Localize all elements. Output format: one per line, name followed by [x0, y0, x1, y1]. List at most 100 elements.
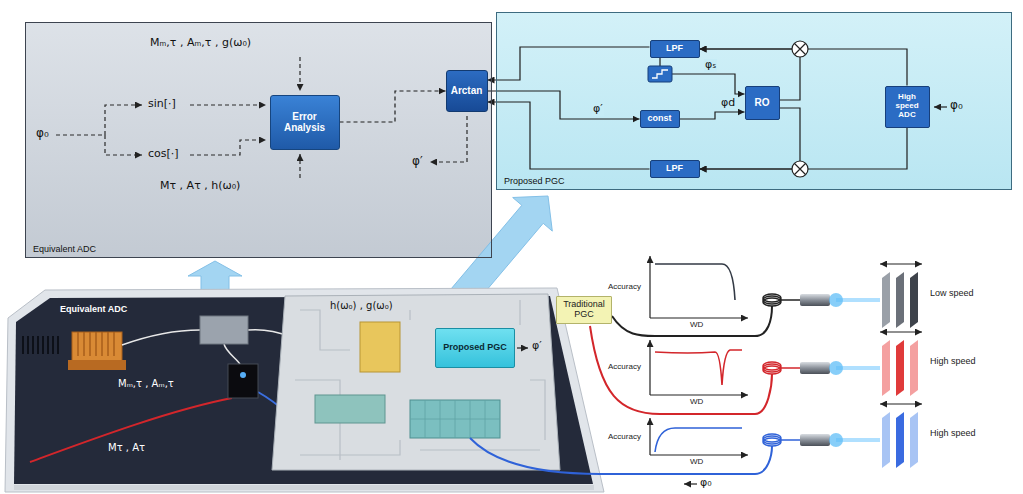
vent-slots [22, 336, 24, 354]
board-outline [14, 485, 594, 490]
vibrating-mirror [910, 340, 918, 396]
fiber-to-sensor [684, 483, 697, 484]
input-arrow [934, 107, 947, 108]
fiber-to-sensor [612, 306, 772, 336]
accuracy-plot-axis [649, 340, 650, 395]
signal-label: φ′ [532, 340, 542, 353]
edge-label: φₛ [704, 59, 717, 72]
accuracy-curve [655, 428, 742, 452]
vibrating-mirror [882, 340, 890, 396]
vent-slots [22, 336, 59, 354]
laser-chip [68, 332, 126, 370]
accuracy-plot-axis [650, 256, 748, 455]
step-sampler-symbol [652, 70, 668, 78]
input-arrow [934, 106, 947, 107]
axis-label: High speed [930, 356, 976, 366]
axis-label: WD [690, 457, 703, 466]
collimator [800, 294, 830, 306]
filter-box: LPF [650, 40, 700, 58]
box-label: Error Analysis [273, 111, 337, 133]
multiplier-symbol [792, 41, 808, 57]
accuracy-curve [655, 264, 735, 300]
board-outline [5, 288, 604, 492]
process-box: const [640, 110, 680, 128]
fiber-coil [763, 438, 781, 446]
adc-box: High speed ADC [885, 86, 930, 128]
signal-label: cos[·] [148, 148, 179, 161]
axis-label: Accuracy [608, 282, 641, 291]
connector [488, 91, 640, 119]
circuit-board [315, 395, 385, 423]
collimator [829, 433, 843, 447]
accuracy-plot-axis [650, 317, 748, 318]
circuit-board [272, 294, 560, 470]
circuit-board [517, 347, 528, 348]
panel: Proposed PGCLPFROconstLPFHigh speed ADC [496, 12, 1012, 190]
accuracy-plot-axis [649, 256, 650, 318]
modulator-box [228, 364, 258, 398]
box-label: High speed ADC [888, 93, 927, 119]
dashed-signal-arrow [299, 154, 300, 178]
box-label: LPF [666, 164, 683, 174]
signal-label: h(ω₀) , g(ω₀) [330, 300, 393, 312]
edge-label: φd [720, 97, 736, 110]
collimator [800, 434, 830, 446]
connector [680, 112, 745, 119]
signal-label: φ₀ [950, 99, 963, 113]
multiplier-symbol [792, 41, 808, 177]
fiber-coil [781, 299, 800, 301]
signal-label: φ₀ [36, 127, 49, 141]
vibrating-mirror [880, 263, 922, 264]
fiber-coil [763, 298, 781, 306]
panel-title: Equivalent ADC [60, 304, 127, 314]
fiber-to-sensor [470, 306, 772, 484]
accuracy-plot-axis [649, 418, 650, 455]
device-board: Equivalent ADC Proposed PGC [5, 285, 605, 492]
fiber-coil [781, 439, 800, 441]
multiplier-symbol [792, 161, 808, 177]
collimator [800, 362, 830, 374]
process-box: Traditional PGC [556, 296, 612, 324]
vibrating-mirror [910, 412, 918, 468]
signal-label: Mₘ,τ , Aₘ,τ , g(ω₀) [150, 37, 251, 50]
dashed-signal-arrow [430, 116, 467, 162]
connector [488, 102, 650, 169]
axis-label: Accuracy [608, 432, 641, 441]
vibrating-mirror [896, 340, 904, 396]
vent-slots [57, 336, 59, 354]
circuit-board [295, 300, 545, 460]
collimator [800, 293, 880, 447]
vibrating-mirror [882, 412, 890, 468]
circuit-board [360, 322, 400, 372]
dashed-signal-arrow [56, 57, 467, 178]
accuracy-plot-axis [650, 394, 748, 395]
dashed-signal-arrow [190, 104, 266, 105]
circuit-board [410, 400, 500, 438]
vibrating-mirror [896, 412, 904, 468]
accuracy-curve [655, 350, 742, 385]
vibrating-mirror [880, 331, 922, 332]
accuracy-curve [655, 264, 742, 452]
signal-label: Mₘ,τ , Aₘ,τ [118, 378, 174, 390]
vibrating-mirror [880, 403, 922, 404]
process-box: Proposed PGC [435, 328, 515, 368]
signal-label: φ′ [412, 155, 423, 169]
accuracy-plot-axis [650, 454, 748, 455]
fiber-coil [763, 296, 781, 304]
multiplier-symbol [795, 44, 806, 55]
signal-label: φ₀ [700, 477, 712, 490]
box-label: Traditional PGC [559, 300, 609, 320]
optical-fiber [224, 344, 240, 364]
process-box: RO [745, 86, 780, 120]
connector [488, 47, 650, 80]
signal-label: sin[·] [148, 98, 176, 111]
laser-chip [68, 360, 126, 370]
axis-label: Low speed [930, 288, 974, 298]
collimator [829, 361, 843, 375]
multiplier-symbol [795, 164, 806, 175]
fiber-coil [763, 436, 781, 444]
modulator-box [240, 372, 246, 378]
modulator-box [200, 316, 248, 344]
